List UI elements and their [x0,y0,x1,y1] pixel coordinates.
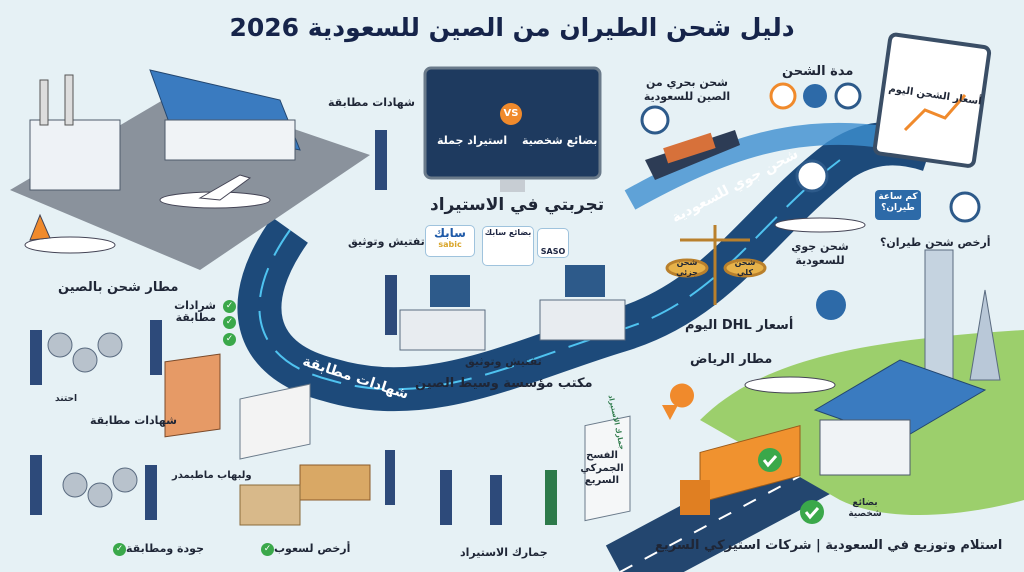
saso-logo: SASO [537,228,569,258]
check-icon: ✓ [261,542,274,556]
air-shipping-label: شحن جوي للسعودية [791,240,849,267]
full-shipping-label: شحن كلي [734,258,756,277]
sabic-goods-bubble: بضائع سابك [482,226,534,266]
steel-coils [47,332,138,508]
sea-path [624,122,903,210]
factory [29,119,121,191]
delivery-caption: استلام وتوزيع في السعودية | شركات استيرك… [655,538,1003,553]
import-experience-caption: تجربتي في الاستيراد [430,195,605,215]
check-icon [769,82,797,110]
partial-shipping-label: شحن جزئي [676,258,698,277]
check-icon: ✓ [223,333,236,346]
wholesale-import-label: استيراد جملة [437,134,508,147]
prices-monitor [872,32,992,168]
office-inspection-label: تفتيش وتوثيق [465,355,542,368]
shipping-duration-label: مدة الشحن [782,64,854,79]
check-icon [800,500,824,524]
clock-icon [640,82,981,223]
truck [699,425,801,504]
plane-icon [24,213,116,254]
computer-screens [430,265,605,307]
page-title: دليل شحن الطيران من الصين للسعودية 2026 [229,13,795,42]
quality-label: جودة ومطابقة✓ [110,542,204,556]
sea-shipping-label: شحن بحري من الصين للسعودية [643,76,731,103]
certs-checklist: شرادات مطابقة [174,299,216,325]
customs-board [584,415,631,522]
people [30,130,557,525]
kingdom-tower [924,249,954,381]
material-label-c: ولبهاب ماطبمدر [172,470,252,481]
check-icon [758,448,782,472]
cheapest-label: أرخص لسعوب✓ [258,542,350,556]
cement-bags [239,484,301,526]
plane-pin-icon [816,290,846,320]
personal-goods-label: بضائع شخصية [522,134,598,147]
check-icon: ✓ [113,542,126,556]
riyadh-airport-label: مطار الرياض [690,352,773,367]
material-certs-label: شهادات مطابقة [90,414,177,427]
pallets [299,464,371,501]
delivery-personal-goods: بضائع شخصية [848,498,882,520]
check-icon: ✓ [223,300,236,313]
flight-hours-bubble: كم ساعة طيران؟ [875,190,921,220]
plane-icon [159,174,271,209]
faisaliah-tower [969,289,1001,381]
broker-office-caption: مكتب مؤسسة وسيط الصين [415,376,593,391]
plane-icon [774,217,866,233]
china-airport-label: مطار شحن بالصين [58,280,179,295]
dhl-prices-label: أسعار DHL اليوم [685,318,794,333]
inspection-label: تفتيش وتوثيق [348,235,425,248]
vs-badge: VS [500,103,522,125]
factory-certs-label: شهادات مطابقة [328,96,415,109]
check-icon: ✓ [223,316,236,329]
infinity-icon [803,84,827,108]
marble-slabs [239,383,311,460]
tiles [164,353,221,438]
customs-caption: جمارك الاستيراد [460,546,548,559]
material-label-a: احتند [55,394,78,404]
fast-clearance-label: الفسح الجمركي السريع [580,450,624,486]
desks [399,299,626,351]
plane-icon [744,376,836,394]
location-pin-icon [662,383,694,420]
cheapest-air-label: أرخص شحن طيران؟ [880,236,991,249]
flow-path-highlight [258,159,841,391]
scale-icon [665,225,767,305]
